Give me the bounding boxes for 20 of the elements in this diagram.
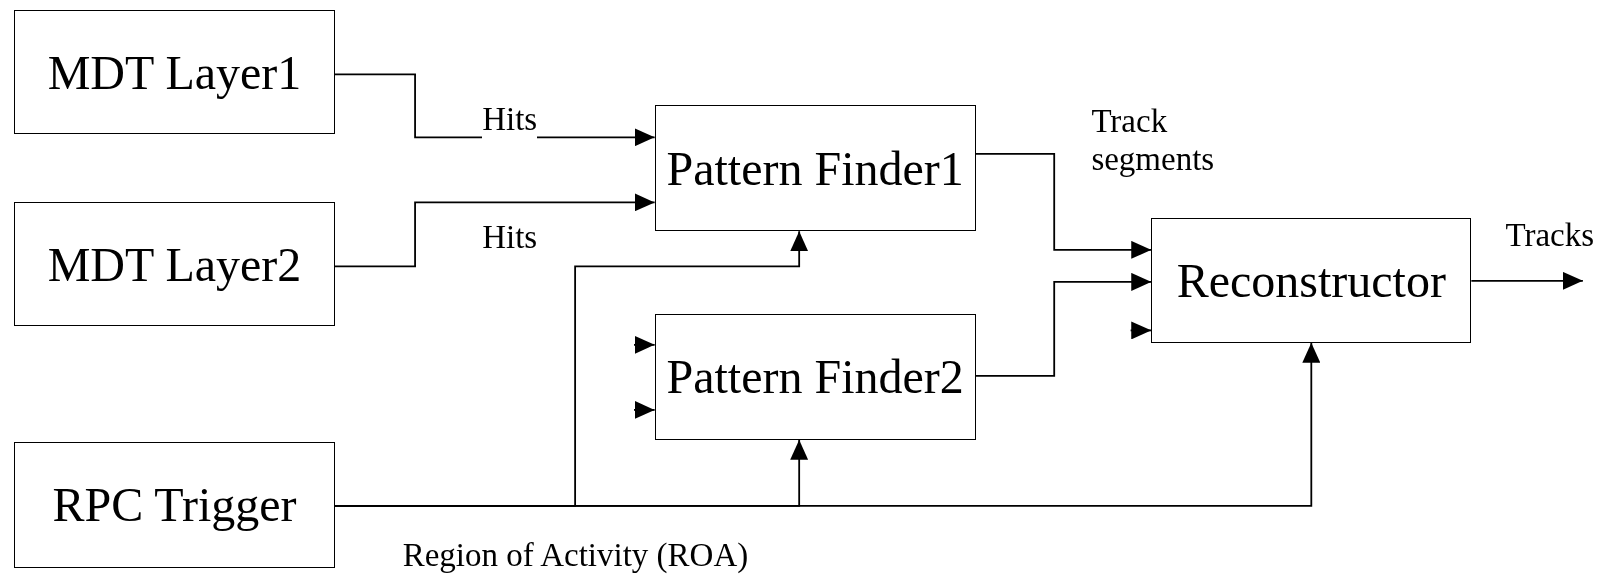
process-box [654, 105, 976, 232]
arrow [974, 152, 1153, 259]
arrow [633, 400, 656, 419]
process-box [14, 202, 335, 327]
box-label: Pattern Finder1 [666, 140, 964, 196]
box-label: RPC Trigger [52, 477, 297, 533]
box-label: MDT Layer2 [47, 236, 302, 292]
box-label: Pattern Finder2 [666, 349, 964, 405]
box-label: Reconstructor [1176, 252, 1446, 308]
box-label: MDT Layer1 [47, 44, 302, 100]
arrow [633, 335, 656, 354]
process-box [14, 10, 335, 135]
process-box [1151, 217, 1472, 343]
arrow [1470, 271, 1584, 290]
process-box [654, 313, 976, 440]
arrow [974, 272, 1153, 377]
arrow [1129, 321, 1153, 340]
arrow [333, 193, 656, 268]
process-box [14, 441, 335, 568]
arrow [333, 341, 1321, 507]
